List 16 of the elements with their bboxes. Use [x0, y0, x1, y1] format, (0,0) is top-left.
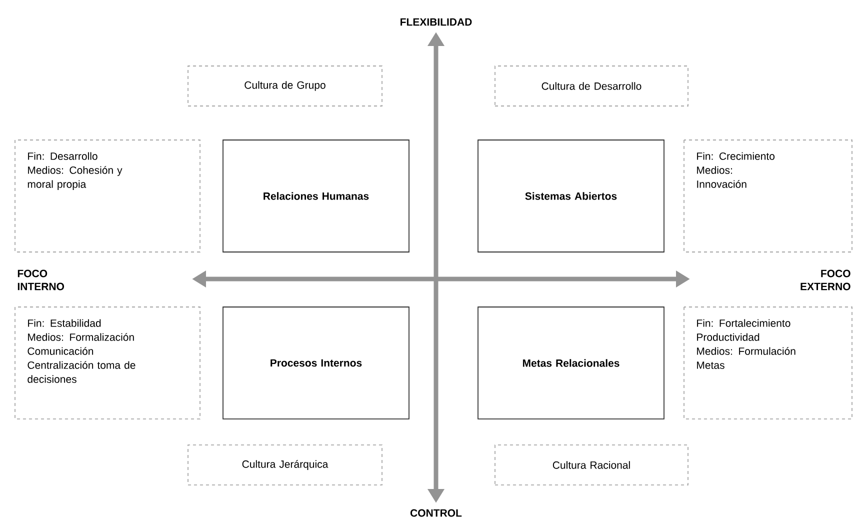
- quadrant-box: Procesos Internos: [222, 306, 410, 420]
- description-box: Fin: Fortalecimiento Productividad Medios: Formulación Metas: [684, 306, 852, 420]
- axis-label: FOCO INTERNO: [18, 270, 64, 290]
- culture-box: Cultura de Grupo: [188, 66, 382, 106]
- axis-label: FOCO EXTERNO: [800, 270, 850, 290]
- culture-box: Cultura Jerárquica: [188, 444, 382, 486]
- axis-label: CONTROL: [410, 509, 462, 517]
- description-box: Fin: Crecimiento Medios: Innovación: [684, 140, 852, 252]
- quadrant-box: Relaciones Humanas: [222, 140, 410, 252]
- description-box: Fin: Desarrollo Medios: Cohesión y moral propia: [14, 140, 200, 252]
- axis-label: FLEXIBILIDAD: [400, 18, 472, 26]
- culture-box: Cultura de Desarrollo: [494, 66, 688, 106]
- quadrant-box: Metas Relacionales: [478, 306, 664, 420]
- quadrant-box: Sistemas Abiertos: [478, 140, 664, 252]
- culture-box: Cultura Racional: [494, 444, 688, 486]
- description-box: Fin: Estabilidad Medios: Formalización Comunicación Centralización toma de decisiones: [14, 306, 200, 420]
